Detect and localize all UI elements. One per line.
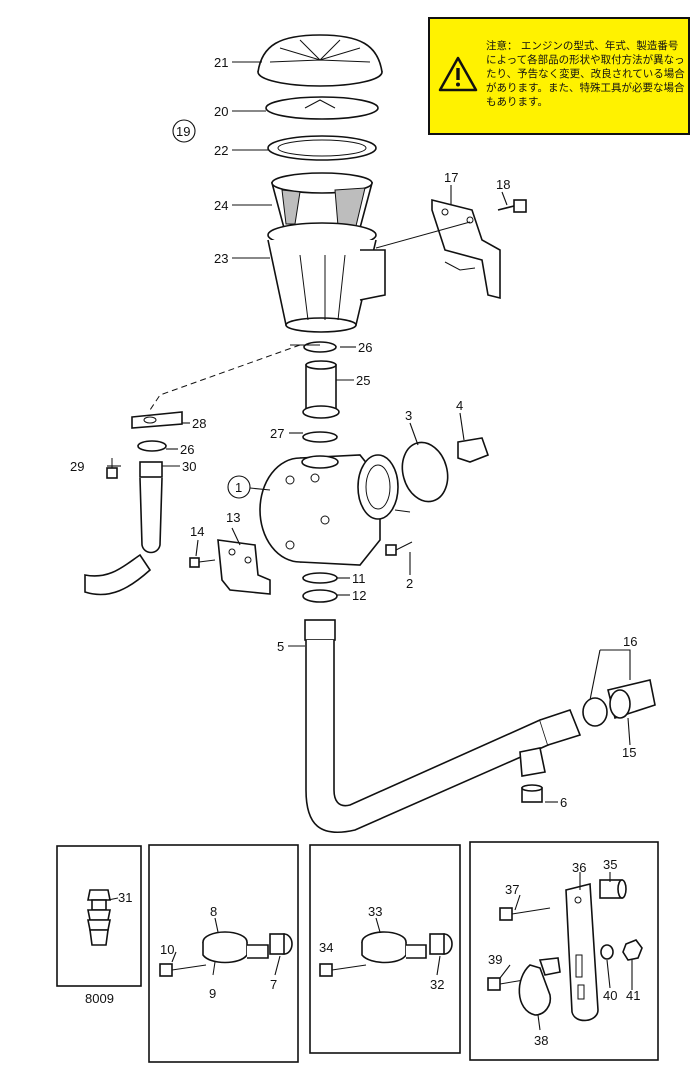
callout-7: 7 (270, 977, 277, 992)
callout-labels: 21 20 19 22 24 23 17 18 26 25 27 28 26 2… (70, 55, 640, 1048)
callout-23: 23 (214, 251, 228, 266)
callout-26-lower: 26 (180, 442, 194, 457)
callout-16: 16 (623, 634, 637, 649)
callout-25: 25 (356, 373, 370, 388)
part-clamp-8 (202, 931, 269, 964)
callout-39: 39 (488, 952, 502, 967)
callout-38: 38 (534, 1033, 548, 1048)
part-coupling-4 (457, 437, 490, 463)
part-bracket-13 (217, 539, 271, 595)
inset-frame-2 (148, 844, 299, 1063)
part-bolt-34 (319, 963, 367, 977)
inset-caption-8009: 8009 (85, 991, 114, 1006)
part-bolt-10 (159, 963, 207, 977)
part-clamp-16 (582, 697, 608, 727)
part-clip-38 (518, 957, 561, 1016)
part-nut-41 (622, 939, 643, 961)
callout-9: 9 (209, 986, 216, 1001)
part-disc (265, 96, 379, 120)
part-ring (267, 135, 377, 161)
part-housing (267, 222, 386, 333)
part-bolt-2 (385, 541, 413, 556)
callout-22: 22 (214, 143, 228, 158)
part-seal-26-lower (137, 440, 167, 452)
part-spacer-32 (429, 933, 453, 955)
callout-19: 19 (176, 124, 190, 139)
part-cap (257, 34, 383, 87)
callout-27: 27 (270, 426, 284, 441)
part-connector-15 (607, 679, 656, 720)
callout-14: 14 (190, 524, 204, 539)
part-plug-6 (521, 784, 543, 803)
part-spacer-7 (269, 933, 293, 955)
callout-17: 17 (444, 170, 458, 185)
callout-2: 2 (406, 576, 413, 591)
callout-35: 35 (603, 857, 617, 872)
callout-31: 31 (118, 890, 132, 905)
part-pipe-5 (304, 619, 582, 834)
part-seal-26-upper (303, 341, 337, 353)
inset-frame-4 (469, 841, 659, 1061)
callout-37: 37 (505, 882, 519, 897)
callout-3: 3 (405, 408, 412, 423)
part-strainer (270, 172, 374, 229)
callout-26-upper: 26 (358, 340, 372, 355)
part-plate-28 (131, 411, 183, 429)
callout-8: 8 (210, 904, 217, 919)
callout-24: 24 (214, 198, 228, 213)
part-strap-36 (565, 882, 599, 1022)
callout-6: 6 (560, 795, 567, 810)
part-pump-1 (259, 454, 399, 566)
callout-13: 13 (226, 510, 240, 525)
callout-28: 28 (192, 416, 206, 431)
part-bolt-37 (499, 907, 551, 921)
callout-33: 33 (368, 904, 382, 919)
callout-34: 34 (319, 940, 333, 955)
callout-20: 20 (214, 104, 228, 119)
part-ring-11 (302, 572, 338, 584)
callout-4: 4 (456, 398, 463, 413)
inset-frame-3 (309, 844, 461, 1054)
part-clamp-33 (361, 931, 427, 964)
part-oring-3 (401, 441, 449, 503)
leader-lines (107, 61, 631, 803)
callout-5: 5 (277, 639, 284, 654)
callout-15: 15 (622, 745, 636, 760)
part-washer-40 (600, 944, 614, 960)
part-bolt-39 (487, 977, 537, 991)
inset-frame-1 (56, 845, 142, 987)
part-bolt-18 (497, 199, 527, 213)
callout-30: 30 (182, 459, 196, 474)
warning-triangle-icon (438, 56, 478, 92)
part-bracket-17 (431, 198, 501, 300)
callout-21: 21 (214, 55, 228, 70)
callout-18: 18 (496, 177, 510, 192)
part-bolt-14 (189, 557, 216, 568)
callout-19-circle (172, 119, 196, 143)
part-spacer-35 (599, 879, 627, 899)
warning-notice: 注意： エンジンの型式、年式、製造番号によって各部品の形状や取付方法が異なったり… (428, 17, 690, 135)
part-hose-30 (139, 461, 163, 554)
callout-29: 29 (70, 459, 84, 474)
callout-1-circle (227, 475, 251, 499)
callout-10: 10 (160, 942, 174, 957)
callout-12: 12 (352, 588, 366, 603)
callout-32: 32 (430, 977, 444, 992)
part-bolt-29 (106, 458, 118, 479)
callout-1: 1 (235, 480, 242, 495)
callout-36: 36 (572, 860, 586, 875)
part-seal-27 (302, 431, 338, 443)
part-sleeve-25 (302, 360, 340, 419)
part-nut-9 (212, 961, 216, 976)
callout-11: 11 (352, 571, 366, 586)
callout-41: 41 (626, 988, 640, 1003)
callout-40: 40 (603, 988, 617, 1003)
part-nipple-31 (87, 889, 111, 946)
part-ring-12 (302, 589, 338, 603)
warning-notice-text: 注意： エンジンの型式、年式、製造番号によって各部品の形状や取付方法が異なったり… (486, 40, 685, 108)
